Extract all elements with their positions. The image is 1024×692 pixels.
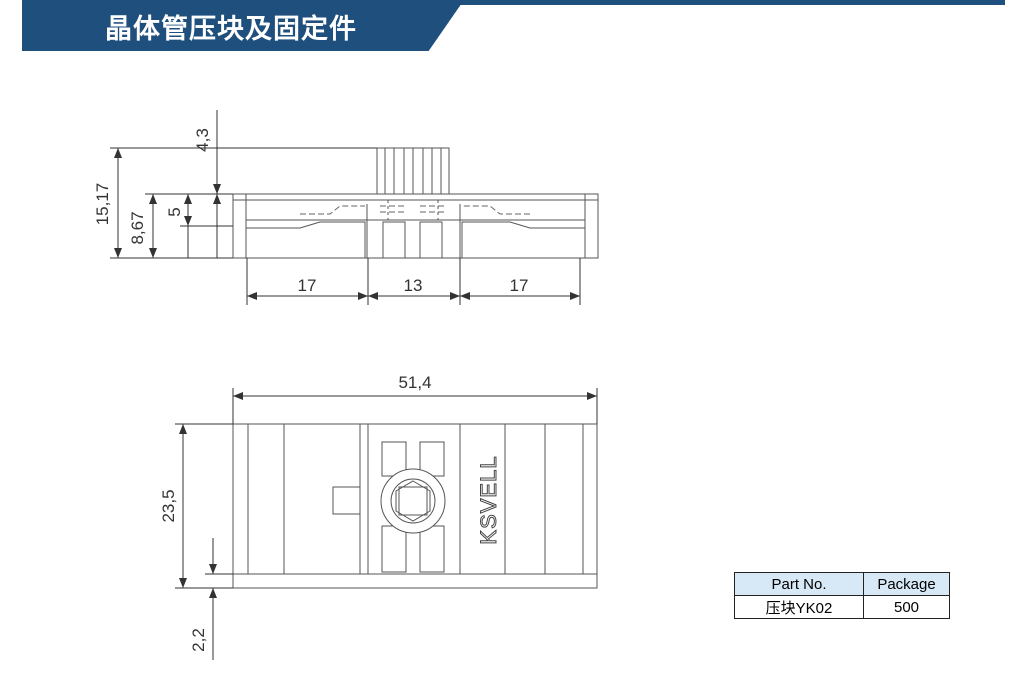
header-rule <box>22 0 1005 5</box>
parts-table: Part No. Package 压块YK02 500 <box>734 572 950 619</box>
header-package: Package <box>863 572 950 596</box>
dim-right-width: 17 <box>510 276 529 295</box>
header-banner <box>22 0 464 51</box>
side-view <box>232 147 599 259</box>
dim-length: 51,4 <box>398 373 431 392</box>
table-row: 压块YK02 500 <box>734 595 950 619</box>
parts-table-header: Part No. Package <box>734 572 950 596</box>
top-hex-square <box>398 486 428 516</box>
top-pillar-br <box>419 525 445 573</box>
side-right-channel <box>461 221 585 258</box>
dim-left-width: 17 <box>298 276 317 295</box>
top-body <box>232 423 598 589</box>
top-ring <box>380 468 446 534</box>
dim-top-height: 4,3 <box>193 128 212 152</box>
dim-body-height: 8,67 <box>128 211 147 244</box>
top-pillar-bl <box>381 525 407 573</box>
side-slot-right <box>419 221 443 259</box>
cell-part-no: 压块YK02 <box>734 595 864 619</box>
top-square-hole <box>332 486 361 515</box>
top-hex-socket <box>395 480 431 522</box>
cell-package: 500 <box>863 595 950 619</box>
side-dimensions <box>110 110 581 305</box>
dim-total-height: 15,17 <box>93 183 112 226</box>
top-logo: KSVELL <box>476 455 501 544</box>
top-view <box>232 423 598 589</box>
header-part-no: Part No. <box>734 572 864 596</box>
page-title: 晶体管压块及固定件 <box>105 14 357 45</box>
side-slot-left <box>382 221 406 259</box>
dim-inner-height: 5 <box>165 207 184 216</box>
side-body <box>232 193 599 259</box>
dim-step: 2,2 <box>189 628 208 652</box>
top-dimensions <box>175 388 598 660</box>
dim-width: 23,5 <box>159 489 178 522</box>
dim-center-width: 13 <box>404 276 423 295</box>
top-ring-inner <box>390 478 436 524</box>
side-left-channel <box>246 221 366 258</box>
